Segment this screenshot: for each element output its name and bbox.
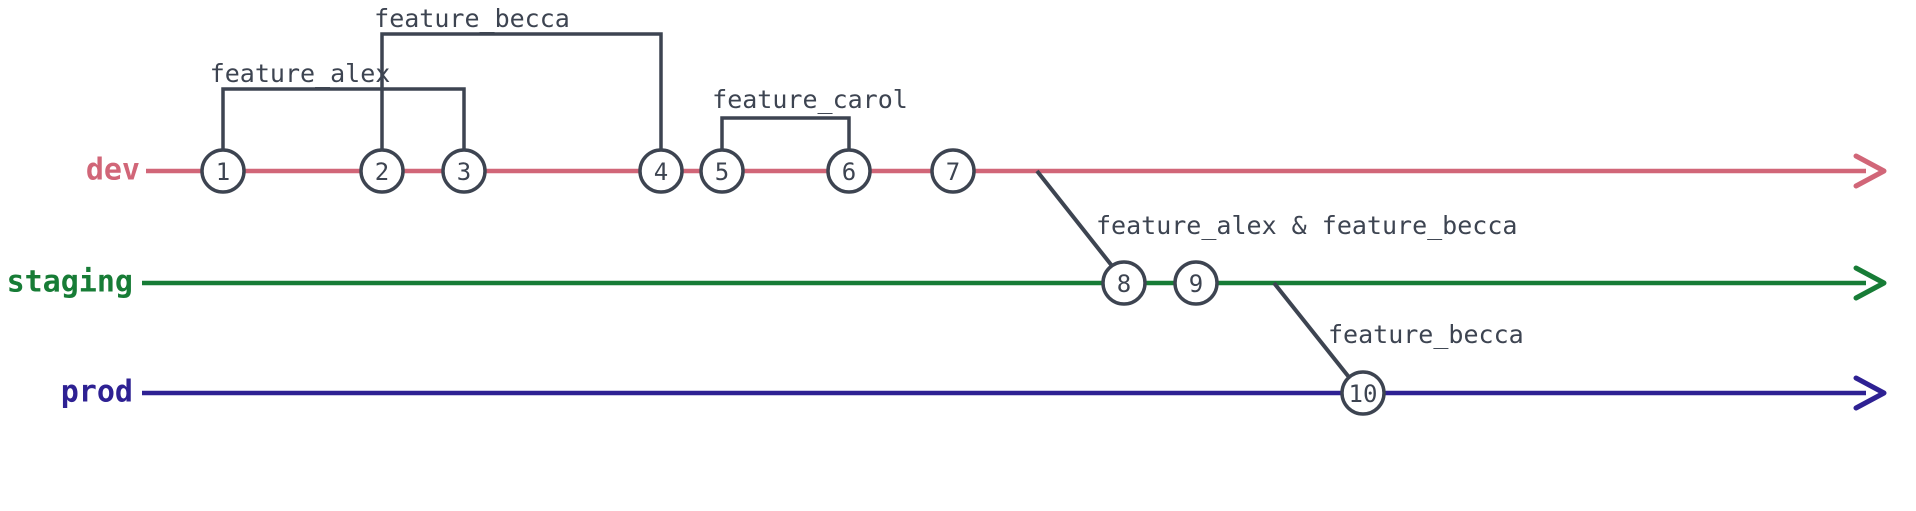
branch-dev: dev: [86, 153, 1887, 189]
commit-circle-6[interactable]: [826, 148, 872, 194]
merge-line-dev-to-staging: [1035, 169, 1122, 278]
commit-circle-4[interactable]: [638, 148, 684, 194]
feature-label-feature_alex: feature_alex: [210, 59, 391, 88]
feature-branch-feature_carol: feature_carol: [712, 85, 908, 150]
commit-label-10: 10: [1349, 380, 1378, 408]
branch-arrow-staging: [1853, 265, 1887, 301]
commit-circle-1[interactable]: [200, 148, 246, 194]
commit-circle-3[interactable]: [441, 148, 487, 194]
merge-label-dev-to-staging: feature_alex & feature_becca: [1096, 211, 1517, 240]
commit-node-10[interactable]: 10: [1340, 370, 1386, 416]
commit-node-7[interactable]: 7: [930, 148, 976, 194]
commit-circle-8[interactable]: [1101, 260, 1147, 306]
branch-label-staging: staging: [7, 265, 133, 300]
commit-node-6[interactable]: 6: [826, 148, 872, 194]
merge-label-staging-to-prod: feature_becca: [1328, 320, 1524, 349]
commit-label-8: 8: [1117, 270, 1131, 298]
commit-node-9[interactable]: 9: [1173, 260, 1219, 306]
commit-label-9: 9: [1189, 270, 1203, 298]
feature-bracket-feature_becca: [380, 32, 663, 150]
feature-label-feature_becca: feature_becca: [374, 4, 570, 33]
commit-node-2[interactable]: 2: [359, 148, 405, 194]
commit-label-2: 2: [375, 158, 389, 186]
feature-label-feature_carol: feature_carol: [712, 85, 908, 114]
feature-bracket-feature_carol: [720, 116, 851, 150]
commit-label-7: 7: [946, 158, 960, 186]
commit-circle-5[interactable]: [699, 148, 745, 194]
branch-label-dev: dev: [86, 153, 140, 188]
commit-node-4[interactable]: 4: [638, 148, 684, 194]
commit-node-3[interactable]: 3: [441, 148, 487, 194]
feature-branch-feature_alex: feature_alex: [210, 59, 466, 150]
commit-label-6: 6: [842, 158, 856, 186]
commit-circle-9[interactable]: [1173, 260, 1219, 306]
commit-label-4: 4: [654, 158, 668, 186]
merge-staging-to-prod: feature_becca: [1272, 281, 1524, 388]
merge-line-staging-to-prod: [1272, 281, 1358, 388]
commit-label-3: 3: [457, 158, 471, 186]
branch-staging: staging: [7, 265, 1887, 301]
commit-node-8[interactable]: 8: [1101, 260, 1147, 306]
commit-circle-10[interactable]: [1340, 370, 1386, 416]
branch-label-prod: prod: [61, 375, 133, 410]
commit-circle-2[interactable]: [359, 148, 405, 194]
merge-dev-to-staging: feature_alex & feature_becca: [1035, 169, 1517, 278]
branch-arrow-prod: [1853, 375, 1887, 411]
branch-prod: prod: [61, 375, 1887, 411]
feature-branch-feature_becca: feature_becca: [374, 4, 663, 150]
branch-arrow-dev: [1853, 153, 1887, 189]
commit-label-5: 5: [715, 158, 729, 186]
commit-node-1[interactable]: 1: [200, 148, 246, 194]
commit-circle-7[interactable]: [930, 148, 976, 194]
commit-node-5[interactable]: 5: [699, 148, 745, 194]
feature-bracket-feature_alex: [221, 87, 466, 150]
commit-label-1: 1: [216, 158, 230, 186]
